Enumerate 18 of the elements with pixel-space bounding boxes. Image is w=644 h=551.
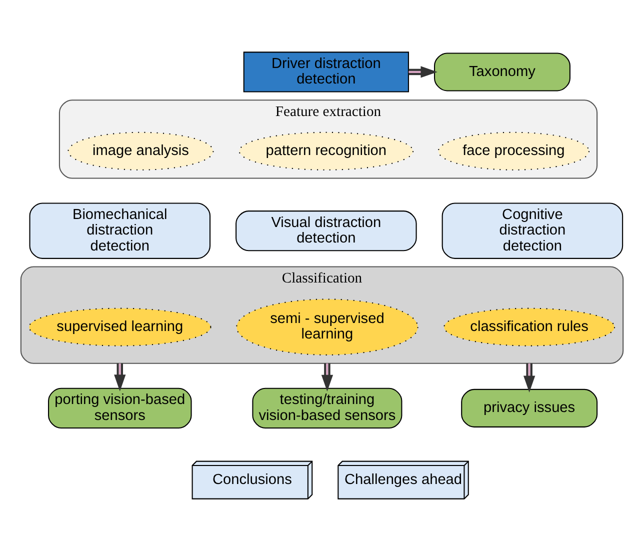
arrow — [408, 66, 438, 78]
node-box: Visual distraction detection — [236, 210, 417, 252]
arrow — [114, 363, 126, 392]
node-box: privacy issues — [461, 388, 598, 428]
node-ellipse: supervised learning — [28, 308, 212, 346]
arrow — [523, 363, 536, 392]
node-box: Biomechanical distraction detection — [29, 202, 211, 259]
node-box: porting vision-based sensors — [48, 388, 192, 428]
node-ellipse: pattern recognition — [238, 132, 414, 170]
node-ellipse: face processing — [438, 132, 590, 170]
node-ellipse: image analysis — [68, 132, 214, 170]
node-box: Driver distraction detection — [243, 52, 409, 92]
node-box: testing/training vision-based sensors — [252, 388, 402, 428]
arrow — [321, 363, 334, 392]
node-box: Taxonomy — [434, 52, 570, 92]
node-box: Cognitive distraction detection — [442, 202, 624, 259]
node-ellipse: classification rules — [444, 308, 616, 346]
node-ellipse: semi - supervised learning — [236, 298, 418, 356]
